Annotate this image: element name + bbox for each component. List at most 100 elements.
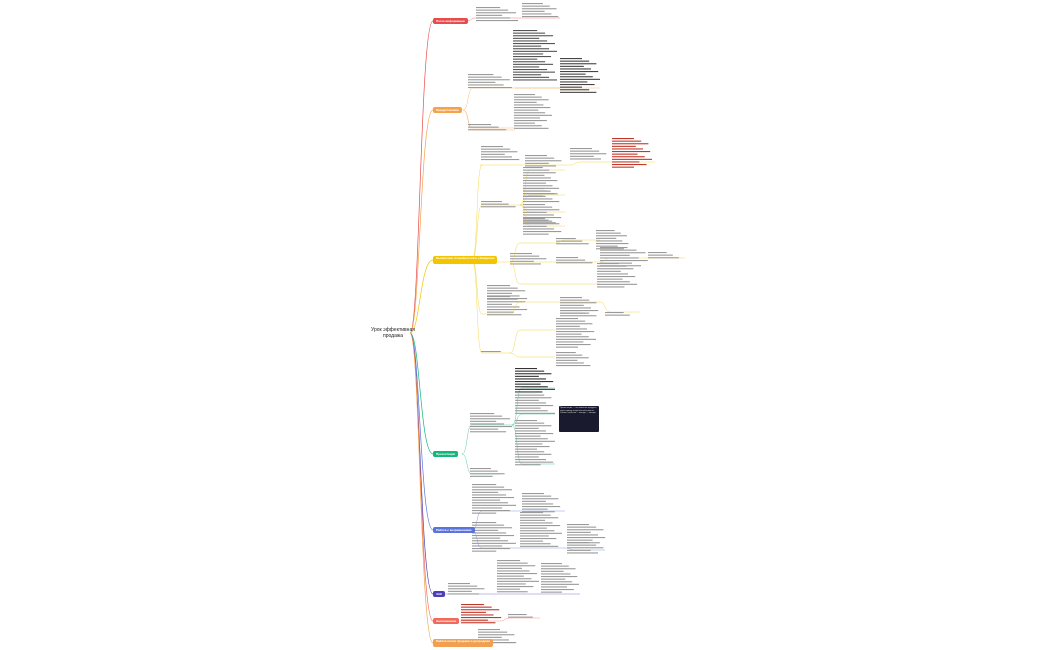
- note-text-line: [461, 614, 494, 616]
- note-text-line: [476, 20, 519, 22]
- branch-needs[interactable]: Выявление потребностей и убеждения: [433, 256, 498, 264]
- note-text-line: [541, 586, 568, 588]
- note-text-line: [515, 410, 548, 412]
- note-text-line: [520, 545, 559, 547]
- note-text-line: [470, 431, 507, 433]
- note-text-line: [515, 430, 546, 432]
- note-text-line: [470, 415, 503, 417]
- note-text-line: [556, 243, 589, 245]
- note-text-line: [520, 527, 547, 529]
- note-text-line: [520, 512, 544, 514]
- branch-closing[interactable]: ЗАК: [433, 591, 445, 597]
- note-text-line: [515, 433, 554, 435]
- note-text-line: [560, 299, 590, 301]
- note-text-line: [560, 78, 600, 80]
- note-text-line: [487, 311, 514, 313]
- note-text-line: [515, 440, 555, 442]
- note-text-line: [461, 606, 492, 608]
- note-text-line: [476, 12, 517, 14]
- note-text-line: [487, 298, 518, 300]
- leaf-connector: [599, 301, 640, 313]
- note-text-line: [470, 473, 505, 475]
- branch-info-flow[interactable]: Поток информации: [433, 18, 468, 24]
- note-text-line: [513, 58, 538, 60]
- note-text-line: [487, 303, 512, 305]
- note-text-line: [481, 146, 503, 148]
- note-text-line: [472, 489, 513, 491]
- note-text-line: [470, 475, 493, 477]
- note-text-line: [596, 248, 624, 250]
- note-text-line: [448, 593, 479, 595]
- note-text-line: [522, 511, 555, 513]
- branch-reminder[interactable]: Напоминание: [433, 618, 460, 624]
- note-text-line: [560, 76, 593, 78]
- note-text-line: [487, 309, 528, 311]
- note-text-line: [567, 534, 598, 536]
- note-text-line: [567, 526, 597, 528]
- note-text-line: [487, 314, 522, 316]
- note-text-line: [513, 53, 544, 55]
- note-text-line: [472, 537, 501, 539]
- note-text-line: [560, 73, 586, 75]
- note-text-line: [612, 151, 651, 153]
- note-text-line: [513, 32, 546, 34]
- root-topic[interactable]: Урок эффективная продажа: [371, 327, 415, 339]
- note-text-line: [596, 243, 629, 245]
- note-text-line: [515, 383, 541, 385]
- note-text-line: [525, 157, 555, 159]
- leaf-connector: [471, 259, 510, 315]
- leaf-connector: [499, 617, 540, 622]
- note-text-line: [567, 539, 593, 541]
- branch-presentation[interactable]: Презентация: [433, 451, 459, 457]
- note-text-line: [520, 540, 544, 542]
- note-text-line: [560, 89, 590, 91]
- note-text-line: [470, 418, 511, 420]
- note-text-line: [514, 101, 537, 103]
- note-text-line: [523, 177, 551, 179]
- note-text-line: [556, 341, 584, 343]
- note-text-line: [487, 296, 511, 298]
- branch-after-sale[interactable]: Работа после продажи и допродажи: [433, 639, 494, 647]
- note-text-line: [605, 312, 624, 314]
- note-text-line: [560, 310, 582, 312]
- leaf-connector: [509, 301, 600, 315]
- note-text-line: [513, 61, 546, 63]
- branch-presetting[interactable]: Предустановка: [433, 107, 462, 113]
- note-text-line: [523, 209, 560, 211]
- note-text-line: [560, 58, 582, 60]
- note-text-line: [472, 512, 497, 514]
- note-text-line: [515, 394, 545, 396]
- note-text-line: [541, 565, 569, 567]
- note-text-line: [523, 204, 545, 206]
- branch-objections[interactable]: Работа с возражениями: [433, 527, 475, 533]
- branch-connector: [409, 20, 434, 334]
- note-text-line: [523, 233, 549, 235]
- note-text-line: [556, 362, 584, 364]
- note-text-line: [514, 104, 544, 106]
- note-text-line: [523, 169, 550, 171]
- note-text-line: [472, 524, 505, 526]
- note-text-line: [515, 373, 552, 375]
- note-text-line: [556, 357, 589, 359]
- note-text-line: [468, 129, 507, 131]
- note-text-line: [525, 162, 549, 164]
- note-text-line: [470, 413, 495, 415]
- note-text-line: [470, 470, 498, 472]
- note-text-line: [567, 552, 598, 554]
- note-text-line: [541, 563, 562, 565]
- note-text-line: [597, 278, 623, 280]
- note-text-line: [648, 257, 679, 259]
- note-text-line: [556, 257, 578, 259]
- note-text-line: [481, 159, 520, 161]
- note-text-line: [513, 43, 556, 45]
- note-text-line: [523, 195, 546, 197]
- note-text-line: [556, 325, 580, 327]
- note-text-line: [556, 352, 576, 354]
- note-text-line: [515, 397, 552, 399]
- branch-connector: [409, 332, 434, 455]
- note-text-line: [513, 50, 557, 52]
- note-text-line: [478, 642, 517, 644]
- leaf-connector: [511, 413, 555, 426]
- note-text-line: [560, 315, 597, 317]
- note-text-line: [461, 609, 500, 611]
